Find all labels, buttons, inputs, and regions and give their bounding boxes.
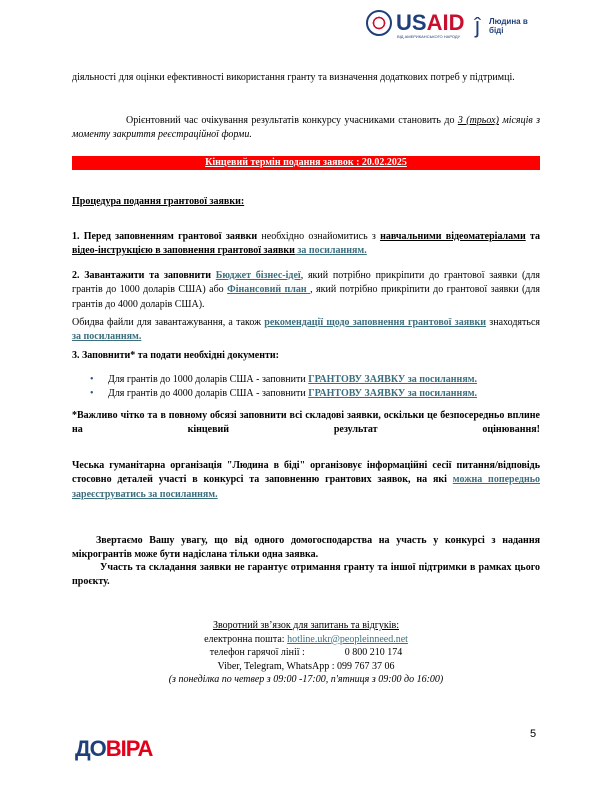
step1-link[interactable]: за посиланням. (294, 245, 367, 257)
usaid-seal-icon (366, 10, 392, 36)
procedure-title: Процедура подання грантової заявки: (72, 196, 245, 207)
notice-no-guarantee: Участь та складання заявки не гарантує о… (72, 562, 540, 588)
financial-plan-link[interactable]: Фінансовий план (227, 284, 311, 296)
hours-line: (з понеділка по четвер з 09:00 -17:00, п… (168, 674, 444, 685)
paragraph-wait-time: Орієнтовний час очікування результатів к… (72, 115, 540, 141)
person-icon: ĵ (475, 13, 480, 38)
list-item: Для грантів до 1000 доларів США - заповн… (72, 373, 540, 388)
register-link[interactable]: можна попередньо зареєструватись за поси… (72, 474, 540, 500)
paragraph-evaluation: діяльності для оцінки ефективності викор… (72, 72, 515, 83)
email-line: електронна пошта: hotline.ukr@peopleinne… (204, 633, 408, 645)
sessions-paragraph: Чеська гуманітарна організація "Людина в… (72, 460, 540, 500)
step-1: 1. Перед заповненням грантової заявки не… (72, 231, 540, 257)
step-2: 2. Завантажити та заповнити Бюджет бізне… (72, 270, 540, 310)
step-3-title: 3. Заповнити* та подати необхідні докуме… (72, 350, 279, 361)
deadline-banner: Кінцевий термін подання заявок : 20.02.2… (72, 156, 540, 170)
grant-form-1000-link[interactable]: ГРАНТОВУ ЗАЯВКУ за посиланням. (308, 374, 478, 385)
email-link[interactable]: hotline.ukr@peopleinneed.net (287, 633, 408, 645)
budget-link[interactable]: Бюджет бізнес-ідеї (215, 270, 301, 281)
usaid-subtitle: ВІД АМЕРИКАНСЬКОГО НАРОДУ (397, 34, 461, 39)
files-paragraph: Обидва файли для завантажування, а також… (72, 317, 541, 343)
important-note: *Важливо чітко та в повному обсязі запов… (72, 410, 540, 436)
grant-list: Для грантів до 1000 доларів США - заповн… (72, 373, 540, 402)
dovira-logo: ДОВІРА (75, 736, 153, 761)
recommendations-link[interactable]: рекомендації щодо заповнення грантової з… (264, 317, 487, 328)
usaid-logo: USAID (366, 10, 464, 36)
contacts-title: Зворотний зв’язок для запитань та відгук… (212, 620, 400, 631)
list-item: Для грантів до 4000 доларів США - заповн… (72, 387, 540, 402)
files-link[interactable]: за посиланням. (72, 331, 142, 343)
phone-line: телефон гарячої лінії :0 800 210 174 (209, 647, 403, 658)
grant-form-4000-link[interactable]: ГРАНТОВУ ЗАЯВКУ за посиланням. (308, 388, 478, 400)
contacts: Зворотний зв’язок для запитань та відгук… (72, 619, 540, 687)
messengers-line: Viber, Telegram, WhatsApp : 099 767 37 0… (217, 660, 395, 672)
notice-one-application: Звертаємо Вашу увагу, що від одного домо… (72, 535, 540, 561)
page-number: 5 (530, 728, 537, 740)
